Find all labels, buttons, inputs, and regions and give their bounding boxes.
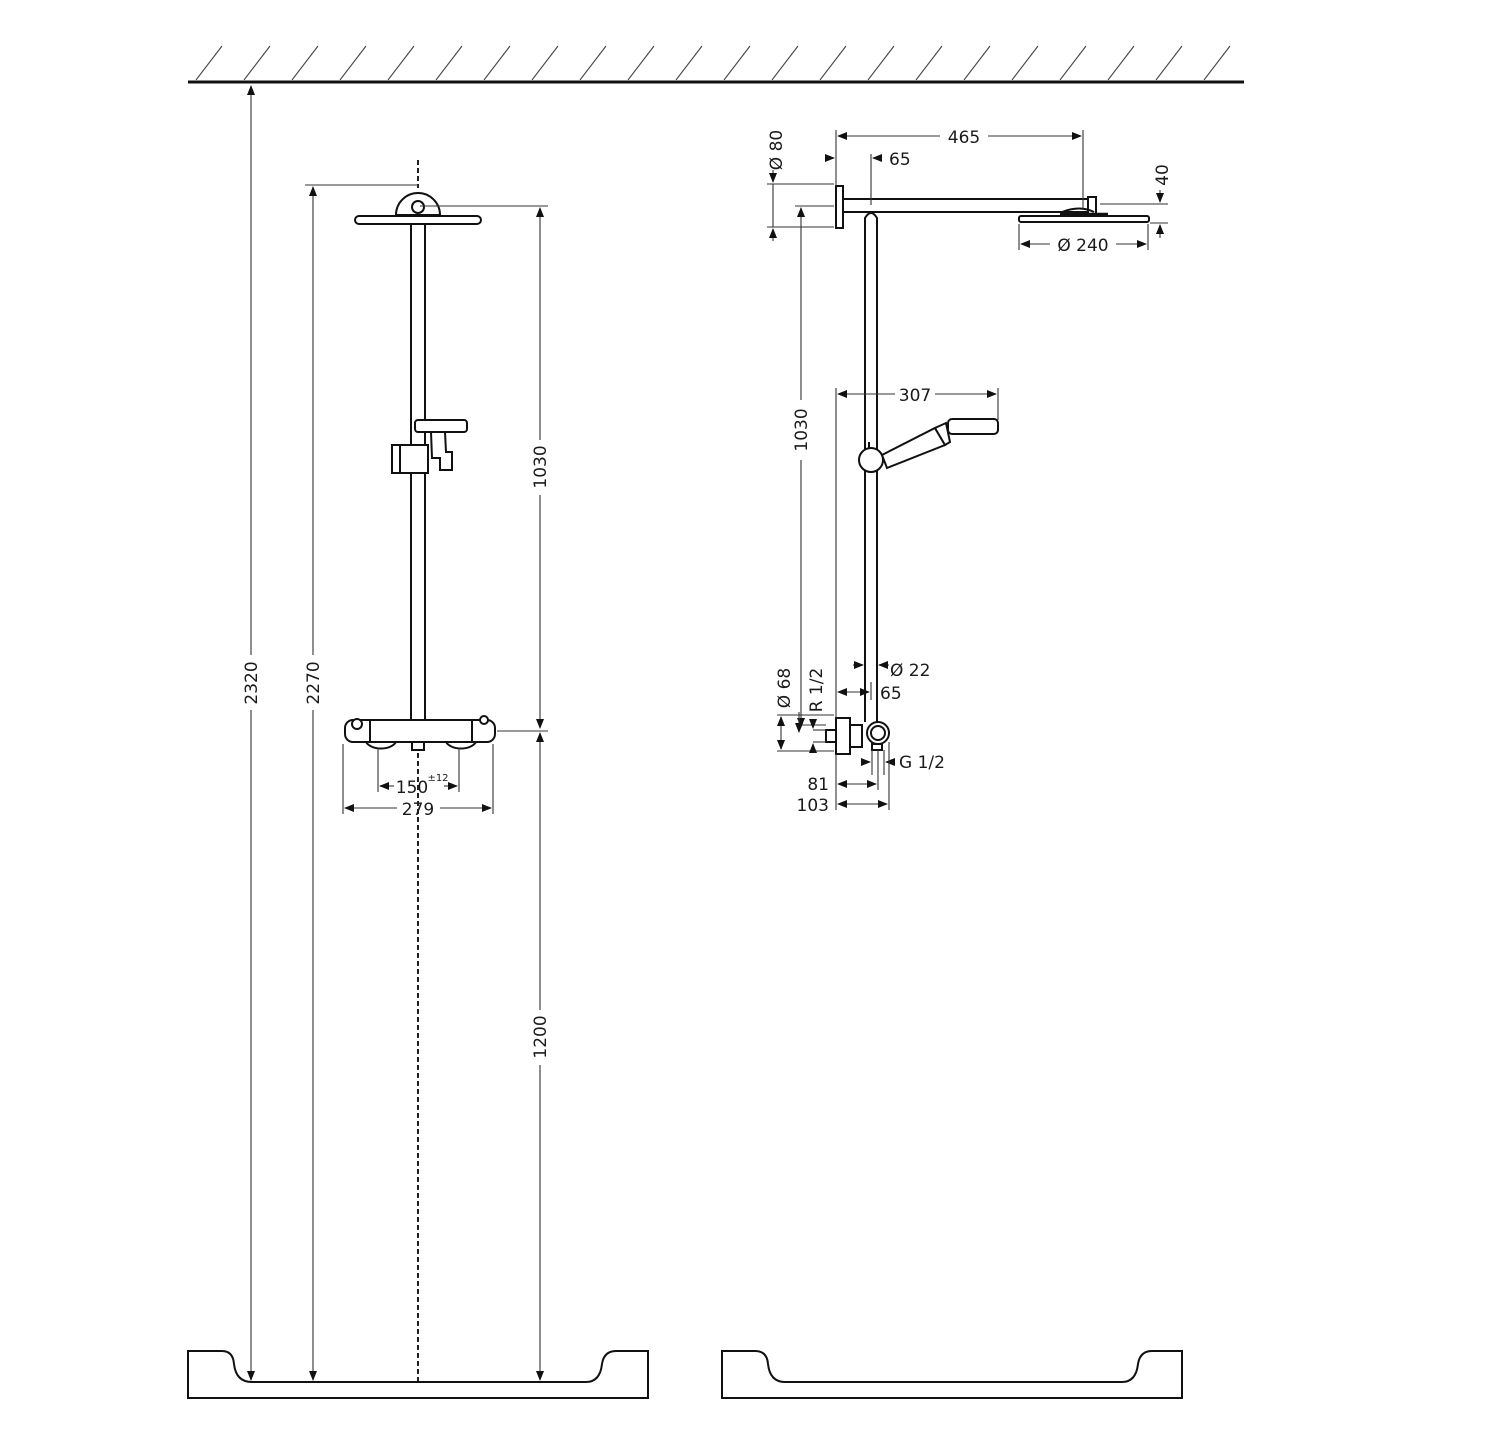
ceiling: [188, 40, 1244, 84]
overhead-shower-side: [1018, 215, 1150, 223]
dim-diameter-22: Ø 22: [890, 661, 930, 681]
overhead-shower-front: [354, 192, 482, 225]
shower-tray-side: [721, 1350, 1183, 1399]
front-view: 2320 2270 1030 1200 150 ±12 279: [187, 85, 649, 1399]
ceiling-hatch: [190, 40, 1242, 80]
dim-103: 103: [797, 796, 829, 816]
wall-flange: [835, 185, 844, 229]
dim-diameter-68: Ø 68: [775, 668, 795, 708]
slider-holder: [397, 444, 429, 474]
dim-2270: 2270: [304, 661, 324, 704]
escutcheon: [835, 717, 851, 755]
riser-side: [864, 212, 878, 722]
shower-tray-front: [187, 1350, 649, 1399]
hand-shower-holder-front: [391, 419, 468, 474]
dim-diameter-240: Ø 240: [1057, 236, 1108, 256]
dim-65-bottom: 65: [880, 684, 902, 704]
dim-40: 40: [1153, 164, 1173, 186]
soap-dish: [414, 419, 468, 433]
hand-shower-side: [858, 418, 999, 473]
flow-knob-icon: [479, 715, 489, 725]
dim-465: 465: [948, 128, 980, 148]
hand-shower-handle: [880, 426, 947, 470]
temperature-knob-icon: [351, 718, 363, 730]
side-view: 465 65 Ø 80 40 Ø 240 307: [721, 128, 1183, 1399]
dim-307: 307: [899, 386, 931, 406]
dim-279: 279: [402, 800, 434, 820]
dim-65-top: 65: [889, 150, 911, 170]
hand-shower-head: [947, 418, 999, 435]
dim-150: 150: [396, 778, 428, 798]
dim-r-half: R 1/2: [807, 668, 827, 713]
dim-1030-side: 1030: [792, 408, 812, 451]
dim-g-half: G 1/2: [899, 753, 945, 773]
dim-150-tolerance: ±12: [427, 773, 448, 784]
dim-1200: 1200: [531, 1015, 551, 1058]
dim-81: 81: [807, 775, 829, 795]
thermostat-front: [344, 715, 496, 751]
dim-2320: 2320: [242, 661, 262, 704]
dim-1030-front: 1030: [531, 445, 551, 488]
dim-diameter-80: Ø 80: [767, 130, 787, 170]
slider-knob: [858, 447, 884, 473]
thermostat-side: [825, 717, 890, 755]
